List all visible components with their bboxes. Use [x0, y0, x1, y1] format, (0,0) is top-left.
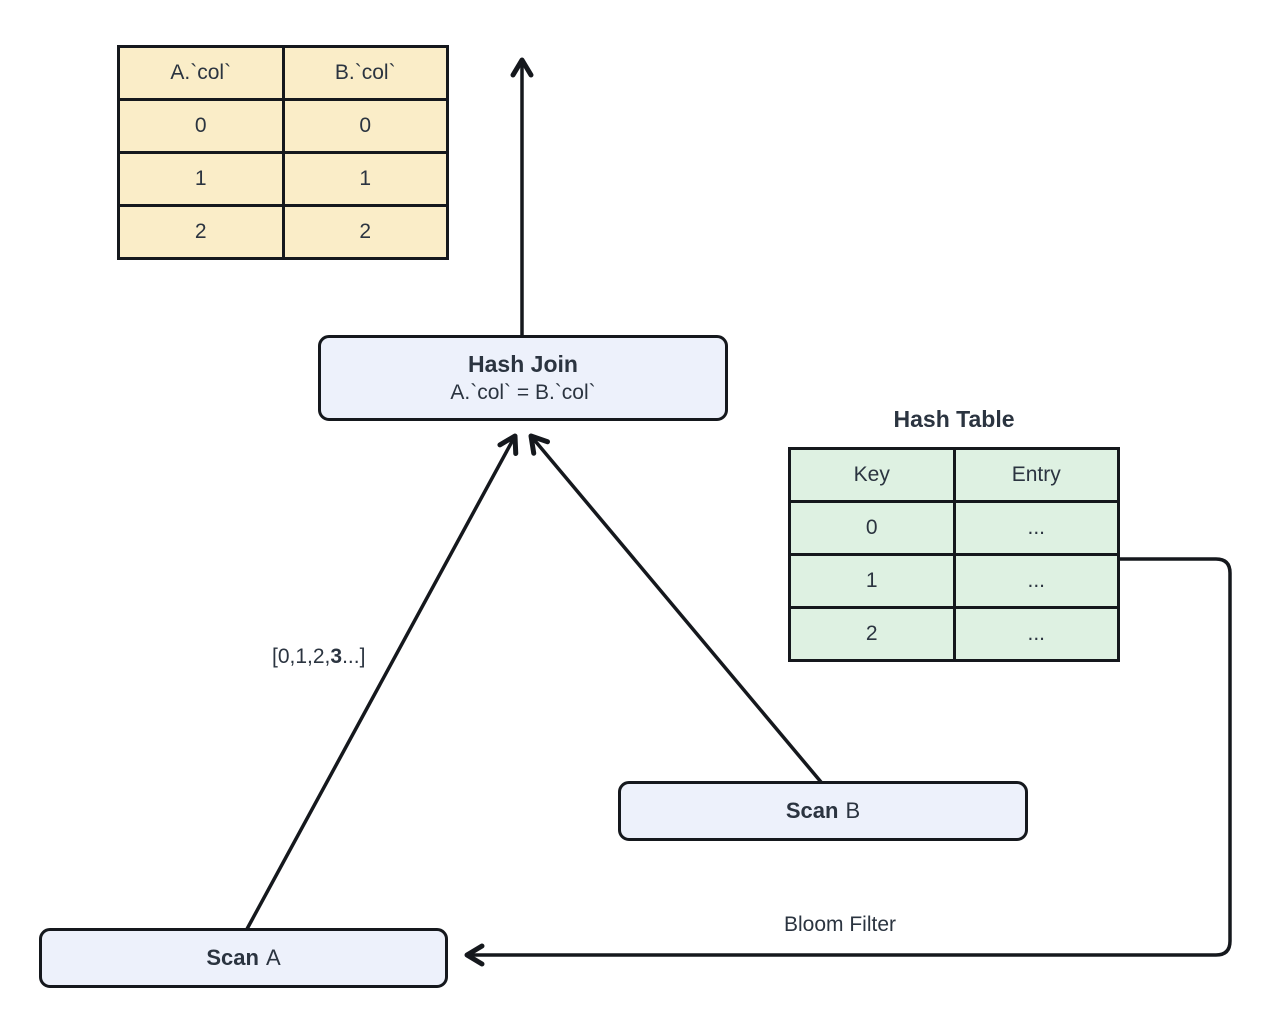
result-header-a: A.`col` [117, 45, 285, 101]
hash-cell: 1 [788, 553, 956, 609]
edge-label-scan-a-values: [0,1,2,3...] [272, 645, 365, 669]
table-row: 1 1 [117, 151, 449, 207]
scan-b-label-regular: B [845, 798, 861, 823]
table-row: 2 2 [117, 204, 449, 260]
result-cell: 2 [281, 204, 449, 260]
table-row: 2 ... [788, 606, 1120, 662]
scan-a-label-bold: Scan [206, 945, 259, 970]
scan-b-label-bold: Scan [785, 798, 839, 823]
edge-bloom-filter [464, 557, 1232, 967]
values-bold: 3 [330, 645, 343, 668]
hash-cell: ... [952, 553, 1120, 609]
table-row: Key Entry [788, 447, 1120, 503]
values-suffix: ...] [342, 645, 366, 668]
hash-cell: ... [952, 606, 1120, 662]
edge-label-bloom-filter: Bloom Filter [783, 913, 897, 936]
hash-cell: 0 [788, 500, 956, 556]
result-header-b: B.`col` [281, 45, 449, 101]
table-row: 0 0 [117, 98, 449, 154]
result-cell: 0 [117, 98, 285, 154]
hash-join-node: Hash Join A.`col` = B.`col` [318, 335, 728, 421]
scan-a-label-regular: A [265, 945, 281, 970]
edge-scanb-to-hashjoin [528, 433, 823, 784]
values-prefix: [0,1,2, [272, 645, 331, 668]
hash-cell: 2 [788, 606, 956, 662]
join-result-table: A.`col` B.`col` 0 0 1 1 2 2 [117, 45, 449, 260]
hash-cell: ... [952, 500, 1120, 556]
table-row: 0 ... [788, 500, 1120, 556]
hash-table: Key Entry 0 ... 1 ... 2 ... [788, 447, 1120, 662]
hash-table-title: Hash Table [893, 406, 1015, 432]
hash-header-key: Key [788, 447, 956, 503]
result-cell: 0 [281, 98, 449, 154]
table-row: 1 ... [788, 553, 1120, 609]
hash-header-entry: Entry [952, 447, 1120, 503]
hash-join-title: Hash Join [468, 351, 578, 377]
result-cell: 2 [117, 204, 285, 260]
result-cell: 1 [281, 151, 449, 207]
edge-scana-to-hashjoin [245, 433, 519, 930]
table-row: A.`col` B.`col` [117, 45, 449, 101]
result-cell: 1 [117, 151, 285, 207]
hash-join-condition: A.`col` = B.`col` [450, 381, 596, 404]
